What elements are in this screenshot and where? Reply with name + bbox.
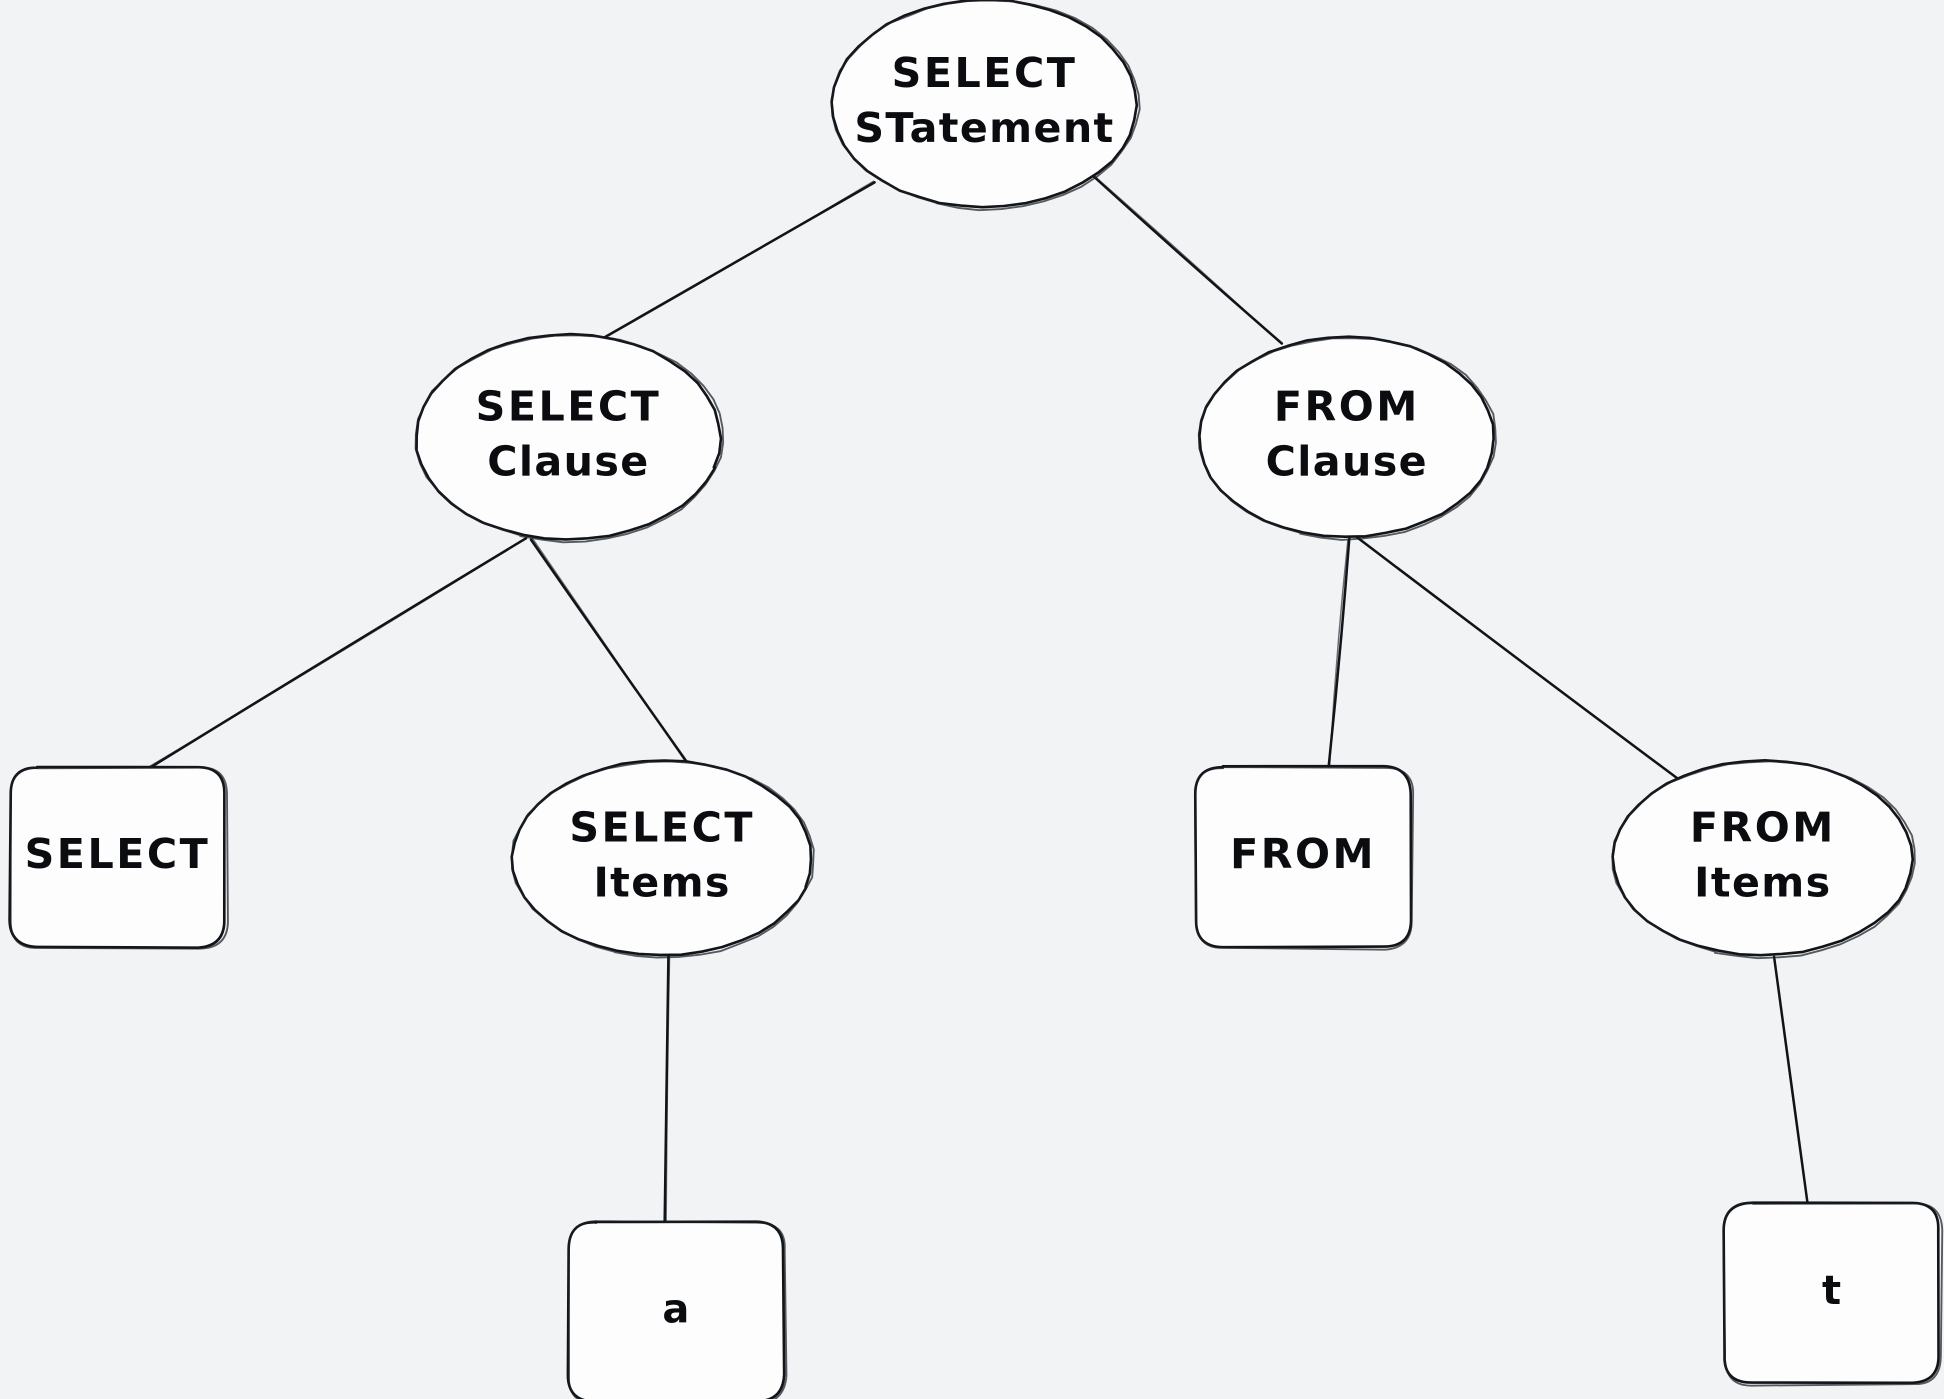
edge-stmt-fromclause [1090,173,1284,345]
node-label-select-statement-line-1: STatement [854,104,1114,152]
node-label-from-clause-line-1: Clause [1266,438,1428,486]
node-from-terminal[interactable]: FROM [1193,764,1415,951]
node-outline-ellipse-sketch [1197,337,1497,541]
edges-layer [139,173,1810,1225]
node-outline-rect-sketch [567,1220,788,1399]
node-outline-rect-sketch [1194,766,1415,951]
node-outline-ellipse-sketch [1611,760,1916,960]
node-label-from-items-line-1: Items [1694,859,1831,907]
node-label-from-items-line-0: FROM [1690,804,1836,852]
edge-stmt-selectclause [603,180,876,339]
edge-selectclause-items [529,538,694,771]
node-outline-rect-sketch [9,766,229,950]
node-label-t-terminal-line-0: t [1822,1268,1841,1314]
node-from-items[interactable]: FROM Items [1611,759,1916,960]
node-outline-rect-sketch [1722,1201,1944,1387]
node-label-select-items-line-0: SELECT [569,804,755,852]
node-select-terminal[interactable]: SELECT [8,765,229,950]
edge-selectitems-a [663,954,671,1225]
node-label-from-terminal-line-0: FROM [1230,830,1376,878]
node-a-terminal[interactable]: a [566,1220,788,1399]
node-outline-ellipse-sketch [511,760,815,959]
node-select-items[interactable]: SELECT Items [510,759,815,959]
node-outline-ellipse-sketch [830,0,1141,212]
edge-fromclause-from [1326,537,1351,774]
node-label-select-terminal-line-0: SELECT [25,830,211,878]
node-select-clause[interactable]: SELECT Clause [414,332,725,544]
node-label-select-items-line-1: Items [593,859,730,907]
edge-fromclause-items [1354,535,1716,807]
node-select-statement[interactable]: SELECT STatement [830,0,1141,212]
node-t-terminal[interactable]: t [1722,1201,1944,1387]
node-label-select-statement-line-0: SELECT [892,49,1078,97]
node-label-select-clause-line-1: Clause [487,438,649,486]
node-from-clause[interactable]: FROM Clause [1197,335,1497,541]
node-label-a-terminal-line-0: a [662,1287,689,1333]
edge-selectclause-select [139,537,528,775]
node-outline-ellipse-sketch [414,334,725,544]
node-label-from-clause-line-0: FROM [1274,383,1420,431]
node-label-select-clause-line-0: SELECT [476,383,662,431]
nodes-layer: SELECTSTatementSELECTClauseFROMClauseSEL… [8,0,1944,1399]
edge-fromitems-t [1772,955,1810,1207]
